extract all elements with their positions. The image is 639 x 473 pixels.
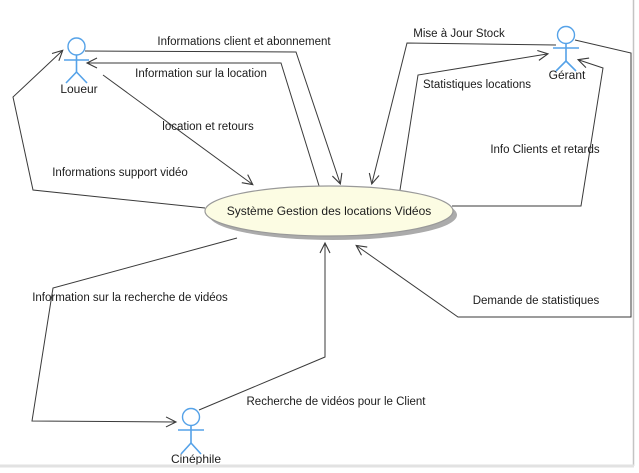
edge-informations-client-et-abonnement[interactable] [84, 50, 343, 186]
edge-label-informations-support-video: Informations support vidéo [52, 167, 188, 179]
edge-labels: Informations client et abonnement Inform… [32, 28, 600, 408]
edge-location-et-retours[interactable] [102, 74, 254, 186]
use-case-label: Système Gestion des locations Vidéos [227, 204, 432, 218]
edge-info-clients-et-retards[interactable] [452, 57, 604, 207]
edge-informations-support-video[interactable] [12, 49, 206, 209]
use-case-system[interactable]: Système Gestion des locations Vidéos [204, 185, 457, 240]
actor-cinephile-head-icon [181, 407, 201, 427]
edge-label-information-sur-la-location: Information sur la location [135, 68, 267, 80]
edge-label-demande-de-statistiques: Demande de statistiques [473, 295, 600, 307]
edge-information-recherche-videos[interactable] [31, 237, 238, 428]
edge-information-sur-la-location[interactable] [85, 57, 321, 190]
actor-gerant-label: Gérant [549, 68, 586, 82]
actor-loueur-leg-left [65, 71, 78, 84]
edge-label-recherche-videos-pour-client: Recherche de vidéos pour le Client [247, 396, 427, 408]
actor-gerant[interactable]: Gérant [549, 25, 586, 83]
actor-gerant-leg-left [555, 60, 567, 72]
actor-cinephile[interactable]: Cinéphile [171, 407, 221, 467]
actor-loueur-label: Loueur [60, 82, 97, 96]
edge-label-info-clients-et-retards: Info Clients et retards [490, 144, 600, 156]
edge-demande-de-statistiques[interactable] [355, 39, 632, 318]
edge-statistiques-locations[interactable] [399, 49, 550, 191]
actor-cinephile-leg-right [190, 442, 202, 455]
actor-gerant-head-icon [556, 25, 576, 45]
actor-loueur-leg-right [75, 71, 88, 84]
actor-cinephile-label: Cinéphile [171, 452, 221, 466]
edge-label-information-recherche-videos: Information sur la recherche de vidéos [32, 292, 228, 304]
edge-label-location-et-retours: location et retours [162, 121, 254, 133]
actor-loueur[interactable]: Loueur [60, 37, 98, 96]
edge-label-informations-client-et-abonnement: Informations client et abonnement [157, 36, 331, 48]
use-case-ellipse[interactable] [204, 185, 454, 237]
edges [12, 39, 632, 428]
edge-recherche-videos-pour-client[interactable] [198, 241, 331, 411]
edge-mise-a-jour-stock[interactable] [368, 42, 557, 186]
actor-gerant-leg-right [565, 60, 577, 72]
edge-label-mise-a-jour-stock: Mise à Jour Stock [413, 28, 505, 40]
edge-label-statistiques-locations: Statistiques locations [423, 79, 531, 91]
actor-cinephile-leg-left [180, 442, 192, 455]
actor-loueur-head-icon [67, 37, 86, 56]
